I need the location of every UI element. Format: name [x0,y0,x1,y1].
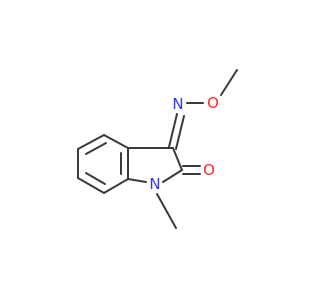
atom-label-nitrogen-ring: N [149,175,160,193]
imine-double-bond-a [168,113,178,148]
lactam-ring [127,147,183,183]
aromatic-inner-bond-1 [85,142,107,155]
bond-c6-c7 [77,177,105,194]
bond-c3a-c4 [103,134,129,149]
carbonyl-group [182,165,201,175]
bond-c3-c2 [172,147,183,171]
aromatic-inner-bond-2 [85,172,106,185]
bond-c7-c7a [103,178,129,194]
bond-o-methyl [220,69,238,96]
bond-n1-c7a [127,178,147,183]
bond-c4-c5 [77,134,105,150]
molecule-structure-diagram: N O O N [77,69,238,229]
imine-double-bond-b [175,115,185,150]
atom-label-oxygen-ether: O [207,94,219,112]
methoxyimino-group [168,69,238,150]
atom-label-nitrogen-oxime: N [172,95,183,113]
atom-label-oxygen-carbonyl: O [203,161,215,179]
bond-n-methyl [156,193,177,229]
bond-c2-n1 [162,169,183,183]
benzene-ring [77,134,129,194]
